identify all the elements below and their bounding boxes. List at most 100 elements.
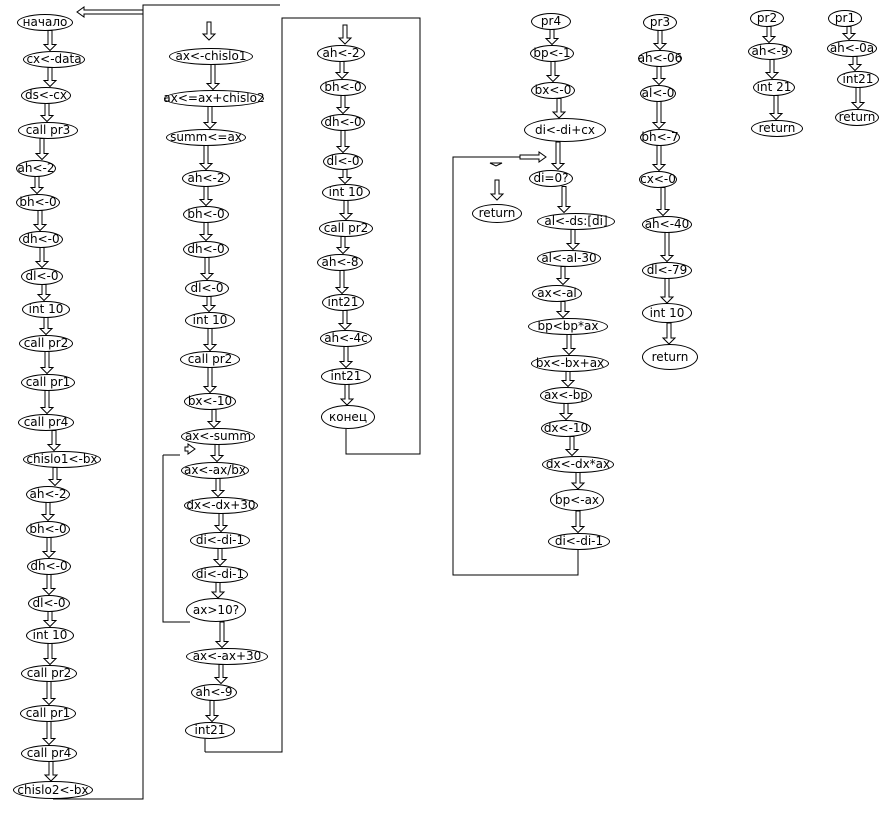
sum-node: dl<-0 — [185, 279, 229, 297]
sum-node: ax<-ax+30 — [186, 647, 268, 665]
sum-node: dx<-dx+30 — [184, 496, 258, 514]
pr3-arrow — [659, 232, 675, 263]
pr4-arrow — [570, 510, 586, 534]
sum-arrow — [198, 186, 214, 207]
sum-arrow — [204, 700, 220, 723]
main-arrow — [46, 430, 62, 452]
sum-node: ax<-summ — [181, 427, 255, 445]
dot-mark — [489, 162, 503, 167]
pr4-node: dx<-dx*ax — [542, 455, 614, 473]
pr4-return-node: return — [472, 203, 522, 223]
main-node: dl<-0 — [28, 594, 70, 612]
pr3-node: pr3 — [643, 13, 677, 31]
end-node: call pr2 — [319, 219, 373, 237]
end-node: int21 — [322, 293, 364, 311]
pr4-arrow — [544, 29, 560, 46]
end-entry-arrow — [337, 24, 353, 45]
pr3-arrow — [651, 145, 667, 172]
sum-node: bh<-0 — [183, 205, 229, 223]
main-arrow — [29, 176, 45, 195]
main-node: ah<-2 — [16, 159, 56, 177]
main-arrow — [40, 502, 56, 522]
pr4-node: ax<-al — [532, 284, 582, 302]
pr4-arrow — [564, 436, 580, 457]
pr1-node: int21 — [837, 70, 879, 88]
pr1-node: pr1 — [828, 9, 862, 27]
main-node: int 10 — [22, 300, 70, 318]
pr2-node: return — [751, 119, 803, 137]
end-arrow — [339, 384, 355, 406]
sum-arrow — [206, 409, 222, 429]
sum-arrow — [213, 664, 229, 685]
pr3-node: int 10 — [642, 303, 692, 323]
end-node: конец — [321, 405, 375, 429]
pr1-arrow — [847, 56, 863, 72]
pr4-arrow — [561, 334, 577, 356]
end-node: dh<-0 — [321, 113, 365, 131]
main-node: dh<-0 — [19, 230, 63, 248]
pr4-node: bx<-0 — [531, 81, 575, 99]
main-arrow — [42, 643, 58, 666]
pr4-node: di=0? — [529, 169, 573, 187]
end-node: ah<-4c — [320, 329, 372, 347]
sum-arrow — [214, 621, 230, 649]
pr3-node: bh<-7 — [640, 128, 680, 146]
pr4-node: bp<-ax — [550, 489, 604, 511]
main-arrow — [39, 103, 55, 123]
main-arrow — [41, 721, 57, 746]
pr4-node: pr4 — [531, 12, 571, 30]
end-node: bh<-0 — [320, 78, 366, 96]
main-node: call pr2 — [19, 334, 73, 352]
end-node: ah<-8 — [317, 253, 363, 271]
main-arrow — [38, 317, 54, 336]
end-node: int 10 — [322, 183, 370, 201]
main-node: chislo2<-bx — [13, 781, 93, 799]
pr3-node: ah<-40 — [642, 215, 692, 233]
main-arrow — [42, 30, 58, 52]
main-arrow — [41, 537, 57, 559]
sum-arrow — [210, 582, 226, 599]
sum-arrow — [201, 296, 217, 313]
pr4-node: di<-di-1 — [548, 532, 610, 550]
end-arrow — [337, 310, 353, 331]
pr1-node: ah<-0a — [827, 39, 877, 57]
sum-node: di<-di-1 — [192, 565, 248, 583]
sum-node: ax>10? — [186, 598, 246, 622]
pr3-node: ah<-06 — [637, 49, 683, 67]
sum-node: ah<-2 — [182, 169, 230, 187]
return-arrow — [489, 179, 505, 201]
pr3-node: cx<-0 — [639, 170, 677, 188]
pr2-node: ah<-9 — [748, 42, 792, 60]
pr4-node: ax<-bp — [540, 386, 592, 404]
sum-node: ax<=ax+chislo2 — [163, 89, 265, 107]
sum-arrow — [202, 328, 218, 352]
sum-entry-arrow — [201, 21, 217, 41]
sum-node: di<-di-1 — [190, 531, 250, 549]
main-node: bh<-0 — [16, 193, 60, 211]
sum-arrow — [210, 478, 226, 498]
pr4-loop-line — [452, 156, 579, 576]
sum-node: int 10 — [185, 311, 235, 329]
main-node: call pr3 — [18, 121, 78, 139]
main-arrow — [34, 138, 50, 161]
pr4-arrow — [556, 186, 572, 214]
main-node: call pr2 — [21, 664, 77, 682]
main-node: ds<-cx — [21, 86, 71, 104]
sum-arrow — [209, 444, 225, 463]
main-node: call pr1 — [20, 704, 76, 722]
sum-arrow — [198, 145, 214, 171]
main-node: call pr4 — [21, 744, 77, 762]
sum-node: int21 — [185, 721, 235, 739]
main-node: chislo1<-bx — [23, 450, 101, 468]
end-arrow — [338, 346, 354, 369]
sum-to-end-line — [205, 17, 421, 753]
pr3-node: return — [642, 344, 698, 370]
pr3-arrow — [651, 101, 667, 130]
pr4-node: bp<bp*ax — [528, 317, 608, 335]
main-node: bh<-0 — [26, 520, 70, 538]
end-node: int21 — [321, 367, 371, 385]
pr4-arrow — [555, 266, 571, 286]
main-arrow — [41, 681, 57, 706]
sum-node: ax<-ax/bx — [181, 461, 249, 479]
